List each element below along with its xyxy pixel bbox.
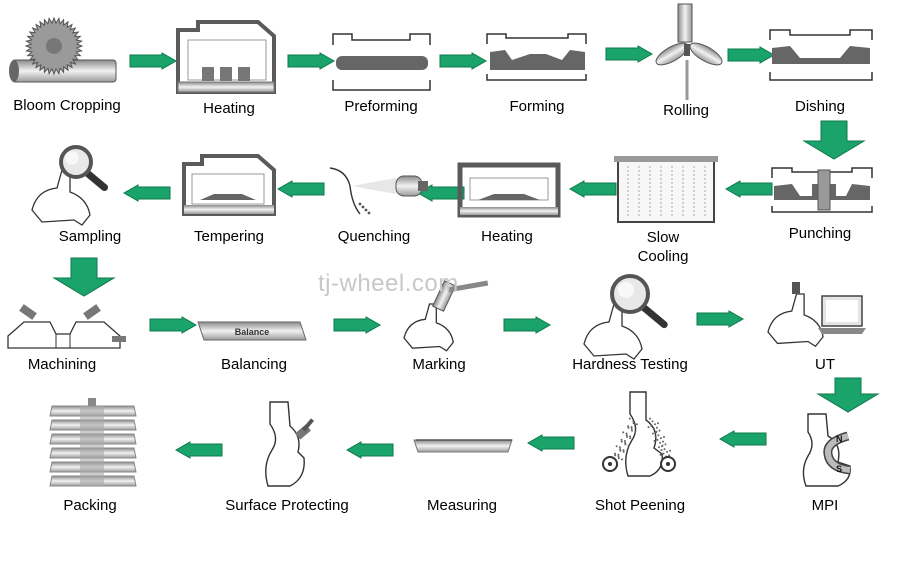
step-label-packing: Packing [63, 497, 117, 514]
step-label-heating-1: Heating [203, 100, 255, 117]
flow-arrow-down-3 [816, 377, 880, 413]
punching-die-icon [771, 167, 873, 213]
step-label-heating-2: Heating [481, 228, 533, 245]
packing-stacked-wheels-icon [49, 398, 137, 487]
step-label-quenching: Quenching [337, 228, 411, 245]
surface-protecting-icon [265, 401, 315, 487]
flow-arrow-18 [174, 441, 223, 459]
flow-arrow-down-2 [52, 257, 116, 297]
mpi-wheel-magnet-icon: NS [802, 413, 851, 487]
magnet-north-label: N [836, 434, 843, 444]
flow-arrow-2 [287, 52, 336, 70]
flow-arrow-16 [526, 434, 575, 452]
flow-arrow-down-1 [802, 120, 866, 160]
step-label-punching: Punching [788, 225, 852, 242]
step-label-hardness-testing: Hardness Testing [572, 356, 688, 373]
flow-arrow-10 [122, 184, 171, 202]
balancing-plate-icon: Balance [197, 321, 307, 341]
flow-arrow-9 [276, 180, 325, 198]
step-label-ut: UT [815, 356, 835, 373]
tempering-furnace-icon [182, 154, 276, 216]
flow-arrow-7 [568, 180, 617, 198]
flow-arrow-1 [129, 52, 178, 70]
flow-arrow-11 [149, 316, 198, 334]
ut-laptop-icon [792, 282, 866, 334]
step-label-balancing: Balancing [221, 356, 287, 373]
step-label-tempering: Tempering [193, 228, 265, 245]
step-label-dishing: Dishing [794, 98, 846, 115]
step-label-shot-peening: Shot Peening [594, 497, 686, 514]
step-label-surface-protecting: Surface Protecting [225, 497, 349, 514]
machining-lathe-icon [7, 304, 126, 349]
magnet-south-label: S [836, 464, 842, 474]
flow-arrow-3 [439, 52, 488, 70]
preforming-die-icon [332, 33, 431, 91]
slow-cooling-chamber-icon [614, 156, 718, 223]
step-label-sampling: Sampling [58, 228, 122, 245]
flow-arrow-4 [605, 45, 654, 63]
heating-furnace-icon-1 [176, 20, 276, 94]
quenching-spray-icon [329, 167, 428, 215]
step-label-rolling: Rolling [663, 102, 709, 119]
step-label-machining: Machining [27, 356, 97, 373]
step-label-preforming: Preforming [344, 98, 418, 115]
forming-die-icon [486, 33, 587, 81]
ut-wheel-profile-icon [767, 293, 824, 348]
flow-arrow-14 [696, 310, 745, 328]
flow-arrow-13 [503, 316, 552, 334]
heating-furnace-icon-2 [457, 162, 561, 218]
watermark-text: tj-wheel.com [318, 270, 459, 297]
step-label-mpi: MPI [811, 497, 839, 514]
rolling-mill-icon [655, 3, 723, 100]
step-label-marking: Marking [412, 356, 466, 373]
flow-arrow-5 [727, 46, 776, 64]
step-label-slow-cooling: Slow Cooling [637, 229, 689, 265]
hardness-magnifier-icon [610, 274, 668, 329]
shot-peening-icon [602, 391, 676, 477]
balance-caption: Balance [235, 327, 270, 337]
step-label-measuring: Measuring [426, 497, 498, 514]
sampling-wheel-profile-icon [31, 169, 91, 226]
dishing-die-icon [769, 29, 873, 81]
hardness-wheel-profile-icon [583, 303, 643, 360]
flow-arrow-12 [333, 316, 382, 334]
flow-arrow-6 [724, 180, 773, 198]
marking-hammer-icon [431, 280, 489, 312]
sampling-magnifier-icon [59, 145, 108, 191]
flow-arrow-17 [345, 441, 394, 459]
billets-icon [202, 67, 250, 81]
step-label-bloom-cropping: Bloom Cropping [13, 97, 121, 114]
marking-wheel-profile-icon [403, 303, 454, 352]
bloom-cropping-icon [9, 16, 117, 83]
flow-arrow-15 [718, 430, 767, 448]
step-label-forming: Forming [509, 98, 565, 115]
measuring-plate-icon [413, 439, 513, 453]
